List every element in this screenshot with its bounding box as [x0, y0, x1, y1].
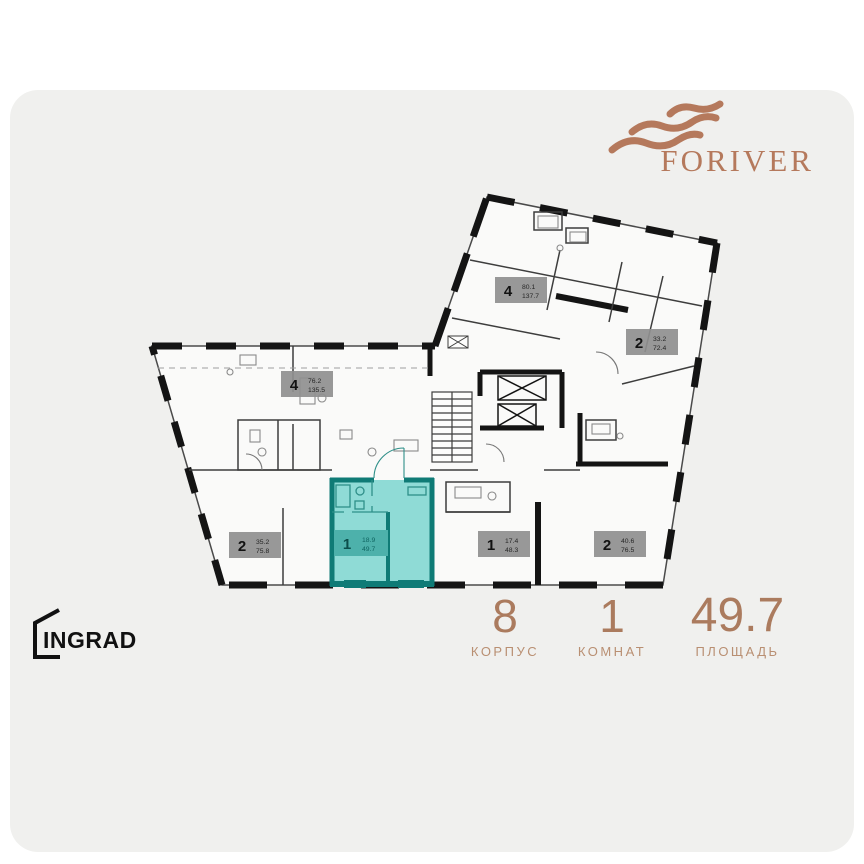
summary-ploshad: 49.7 ПЛОЩАДЬ: [650, 589, 825, 660]
ploshad-label: ПЛОЩАДЬ: [695, 644, 780, 659]
door-arcs: [245, 351, 619, 471]
unit-label-highlighted[interactable]: 1 18.9 49.7: [334, 530, 388, 556]
komnat-value: 1: [599, 590, 625, 642]
ingrad-logo: INGRAD: [33, 608, 137, 659]
summary-korpus: 8 КОРПУС: [425, 592, 585, 659]
stairs-icon: [431, 391, 473, 463]
svg-text:17.4: 17.4: [505, 538, 518, 545]
ploshad-value: 49.7: [690, 589, 785, 642]
developer-name: INGRAD: [43, 627, 137, 653]
svg-text:35.2: 35.2: [256, 539, 269, 546]
svg-text:33.2: 33.2: [653, 336, 666, 343]
svg-text:1: 1: [487, 537, 495, 554]
svg-text:2: 2: [238, 538, 246, 555]
svg-text:18.9: 18.9: [362, 537, 375, 544]
svg-text:40.6: 40.6: [621, 538, 634, 545]
unit-label[interactable]: 4 80.1 137.7: [495, 277, 547, 303]
svg-text:80.1: 80.1: [522, 284, 535, 291]
unit-label[interactable]: 2 33.2 72.4: [626, 329, 678, 355]
perimeter-walls: [148, 193, 721, 589]
svg-text:2: 2: [635, 335, 643, 352]
interior-thick-walls: [427, 293, 668, 585]
summary-komnat: 1 КОМНАТ: [532, 592, 692, 659]
foriver-waves-icon: [608, 100, 724, 154]
elevator-shaft-icon: [497, 375, 547, 427]
komnat-label: КОМНАТ: [577, 644, 647, 659]
svg-text:2: 2: [603, 537, 611, 554]
svg-text:137.7: 137.7: [522, 293, 539, 300]
korpus-value: 8: [492, 590, 518, 642]
highlighted-unit-door-arc: [373, 447, 405, 479]
svg-text:72.4: 72.4: [653, 345, 666, 352]
svg-text:49.7: 49.7: [362, 546, 375, 553]
ingrad-house-icon: [33, 608, 60, 659]
svg-text:76.2: 76.2: [308, 378, 321, 385]
vent-shaft-icon: [447, 335, 469, 349]
brand-name: FORIVER: [660, 143, 814, 178]
unit-label[interactable]: 2 35.2 75.8: [229, 532, 281, 558]
unit-label[interactable]: 2 40.6 76.5: [594, 531, 646, 557]
svg-text:75.8: 75.8: [256, 548, 269, 555]
svg-text:76.5: 76.5: [621, 547, 634, 554]
korpus-label: КОРПУС: [470, 644, 540, 659]
svg-text:48.3: 48.3: [505, 547, 518, 554]
svg-text:4: 4: [504, 283, 513, 300]
svg-text:135.5: 135.5: [308, 387, 325, 394]
svg-text:1: 1: [343, 536, 351, 553]
svg-text:4: 4: [290, 377, 299, 394]
unit-label[interactable]: 4 76.2 135.5: [281, 371, 333, 397]
unit-label[interactable]: 1 17.4 48.3: [478, 531, 530, 557]
highlighted-unit-partitions: [332, 480, 427, 513]
